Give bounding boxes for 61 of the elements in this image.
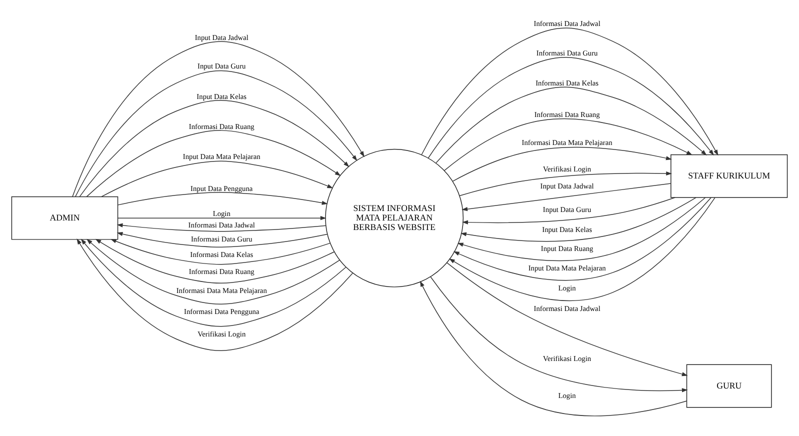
arrow	[453, 197, 712, 281]
arrow	[86, 130, 341, 198]
arrow	[452, 146, 672, 182]
edge-label: Input Data Kelas	[542, 225, 592, 234]
arrow	[462, 183, 672, 212]
arrow	[444, 118, 692, 171]
arrow	[110, 239, 330, 265]
arrow	[430, 276, 688, 392]
arrow	[72, 41, 364, 198]
arrow	[76, 238, 353, 352]
arrow	[420, 280, 688, 416]
arrow	[80, 238, 346, 327]
edge-label: Informasi Data Jadwal	[188, 220, 255, 230]
edge-label: Input Data Jadwal	[540, 182, 594, 191]
edge-label: Informasi Data Guru	[190, 234, 252, 244]
edge-label: Login	[558, 390, 576, 400]
arrow	[457, 197, 706, 262]
node-box: ADMIN	[11, 196, 118, 240]
arrow	[459, 171, 672, 196]
arrow	[462, 197, 676, 224]
arrow	[95, 238, 334, 284]
edge-label: Input Data Kelas	[196, 92, 247, 101]
edge-label: Informasi Data Jadwal	[534, 304, 600, 313]
arrow	[116, 232, 328, 248]
edge-label: Informasi Data Guru	[536, 48, 598, 58]
arrow	[460, 197, 696, 242]
arrow	[421, 28, 718, 156]
arrow	[446, 262, 688, 376]
edge-label: Informasi Data Pengguna	[184, 306, 260, 316]
edge-label: Verifikasi Login	[543, 354, 592, 363]
edge-label: Informasi Data Kelas	[536, 78, 599, 88]
edge-label: Informasi Data Mata Pelajaran	[522, 138, 612, 148]
edge-label: Input Data Guru	[542, 205, 592, 214]
edge-label: Verifikasi Login	[198, 330, 246, 339]
arrow	[118, 192, 328, 206]
edge-label: Informasi Data Kelas	[190, 250, 254, 260]
arrow	[116, 223, 326, 232]
edge-label: Input Data Mata Pelajaran	[528, 263, 606, 272]
edge-label: Input Data Ruang	[540, 244, 594, 254]
edge-label: Informasi Data Mata Pelajaran	[176, 286, 267, 296]
arrow	[86, 238, 340, 304]
arrow	[428, 57, 714, 158]
arrow	[436, 86, 707, 164]
edge-label: Informasi Data Ruang	[188, 267, 254, 276]
arrow	[448, 197, 716, 302]
edge-label: Informasi Data Ruang	[188, 122, 254, 131]
node-box: STAFF KURIKULUM	[670, 154, 788, 198]
edge-label: Login	[558, 283, 576, 292]
arrow	[75, 70, 358, 198]
edge-label: Input Data Pengguna	[190, 184, 253, 193]
edge-label: Input Data Jadwal	[194, 32, 248, 42]
edge-label: Informasi Data Ruang	[534, 110, 600, 120]
edge-label: Informasi Data Jadwal	[534, 18, 600, 28]
edge-label: Input Data Mata Pelajaran	[182, 152, 260, 162]
arrow	[101, 160, 334, 197]
edge-label: Login	[212, 208, 230, 218]
node-box: GURU	[686, 364, 772, 408]
edge-label: Verifikasi Login	[543, 164, 592, 174]
arrow	[79, 100, 350, 198]
arrow	[117, 216, 326, 220]
edge-label: Input Data Guru	[198, 62, 246, 71]
